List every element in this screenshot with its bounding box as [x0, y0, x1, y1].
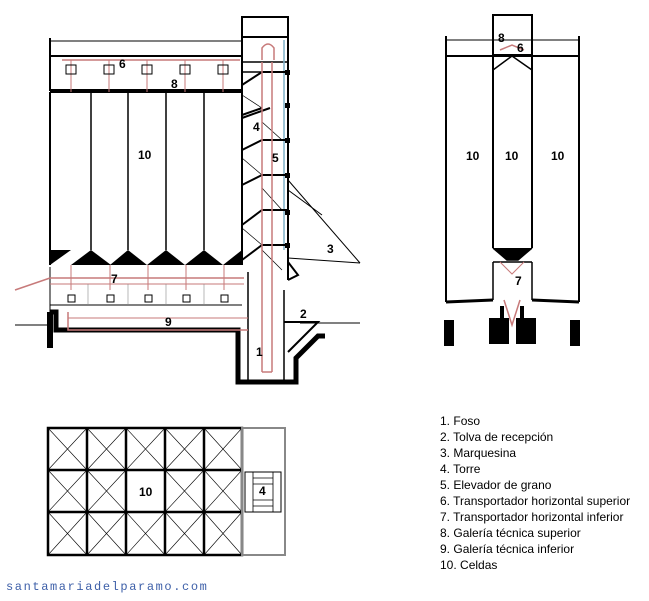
- label-2-left: 2: [300, 307, 307, 321]
- label-5-left: 5: [272, 151, 279, 165]
- label-10-right-c: 10: [551, 149, 565, 163]
- legend-item: 8. Galería técnica superior: [440, 526, 581, 540]
- legend-item: 1. Foso: [440, 414, 481, 428]
- legend-item: 6. Transportador horizontal superior: [440, 494, 631, 508]
- label-6-left: 6: [119, 57, 126, 71]
- label-10-right-b: 10: [505, 149, 519, 163]
- label-7-right: 7: [515, 274, 522, 288]
- label-4-plan: 4: [259, 484, 266, 498]
- plan-view: [46, 426, 286, 557]
- legend-item: 9. Galería técnica inferior: [440, 542, 575, 556]
- label-3-left: 3: [327, 242, 334, 256]
- label-8-left: 8: [171, 77, 178, 91]
- label-6-right: 6: [517, 41, 524, 55]
- label-9-left: 9: [165, 315, 172, 329]
- legend-item: 10. Celdas: [440, 558, 498, 572]
- label-4-left: 4: [253, 120, 260, 134]
- label-10-left: 10: [138, 148, 152, 162]
- label-1-left: 1: [256, 345, 263, 359]
- number-labels: 6 8 10 4 5 3 7 2 9 1 8 6 10 10 10 7 10 4: [111, 31, 565, 499]
- legend-item: 7. Transportador horizontal inferior: [440, 510, 624, 524]
- label-8-right: 8: [498, 31, 505, 45]
- longitudinal-section: [14, 16, 361, 385]
- label-10-plan: 10: [139, 485, 153, 499]
- website-link[interactable]: santamariadelparamo.com: [6, 580, 209, 594]
- legend-item: 4. Torre: [440, 462, 481, 476]
- legend-item: 3. Marquesina: [440, 446, 517, 460]
- label-10-right-a: 10: [466, 149, 480, 163]
- legend-item: 5. Elevador de grano: [440, 478, 552, 492]
- label-7-left: 7: [111, 272, 118, 286]
- cross-section: [444, 14, 580, 346]
- legend-item: 2. Tolva de recepción: [440, 430, 554, 444]
- legend: 1. Foso 2. Tolva de recepción 3. Marques…: [440, 413, 630, 573]
